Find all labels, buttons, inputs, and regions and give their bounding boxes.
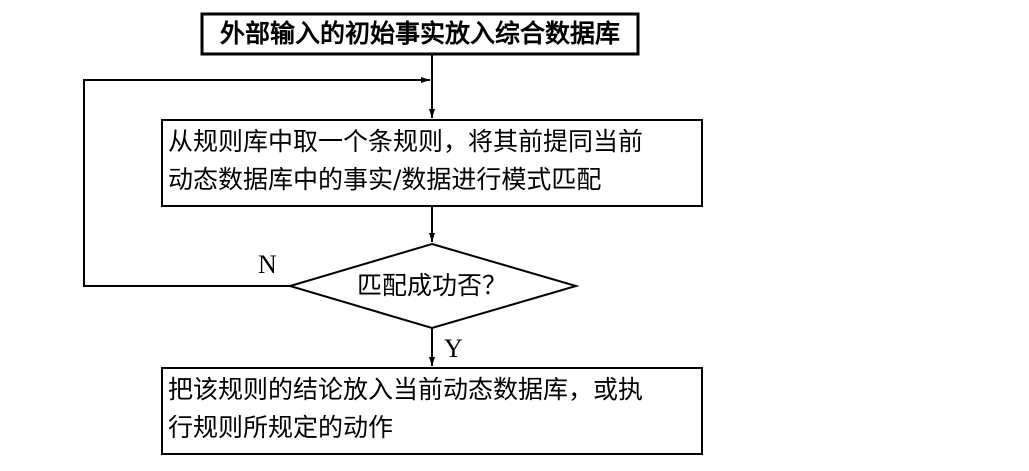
action-box-line2: 行规则所规定的动作	[168, 413, 394, 442]
decision-label: 匹配成功否？	[356, 271, 507, 300]
action-box	[161, 367, 703, 455]
action-box-line1: 把该规则的结论放入当前动态数据库，或执	[168, 375, 644, 404]
input-box	[200, 12, 640, 56]
match-box-line2: 动态数据库中的事实/数据进行模式匹配	[168, 165, 602, 194]
match-box	[161, 119, 703, 207]
input-box-label: 外部输入的初始事实放入综合数据库	[219, 19, 620, 48]
edge-yes-label: Y	[444, 334, 463, 363]
edge-no-label: N	[258, 250, 277, 279]
edge-no-loop	[83, 77, 430, 287]
match-box-line1: 从规则库中取一个条规则，将其前提同当前	[168, 127, 644, 156]
